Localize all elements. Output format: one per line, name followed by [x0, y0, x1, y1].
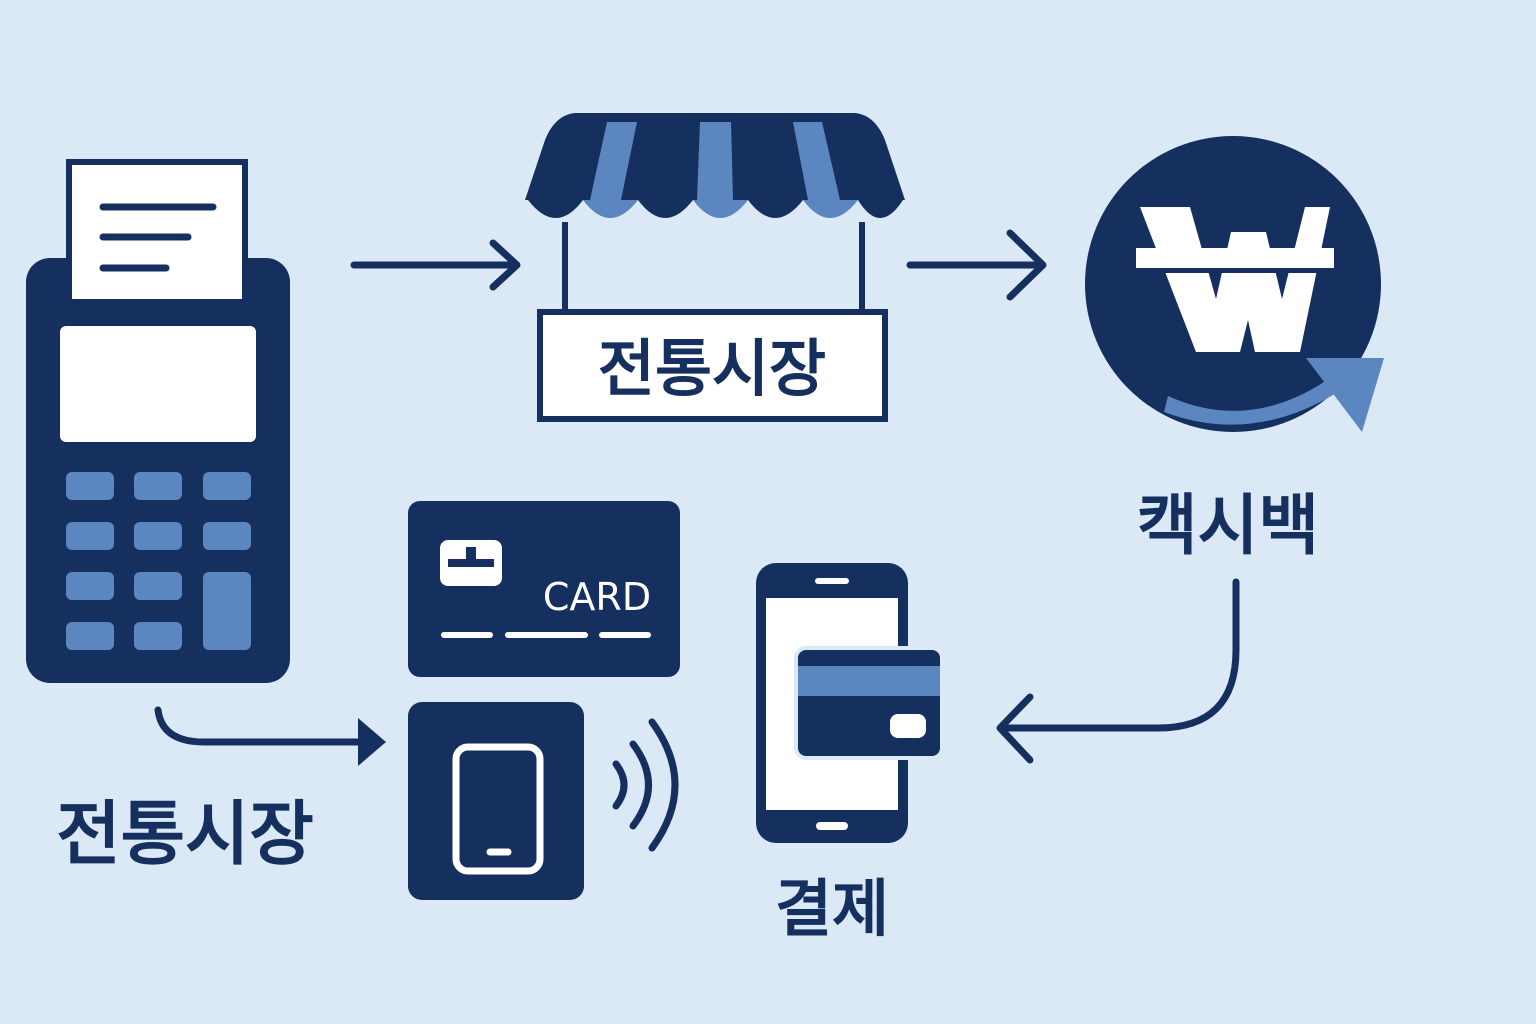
- arrow-cashback-to-payment: [996, 578, 1240, 764]
- credit-card-icon: CARD: [408, 501, 680, 677]
- market-stall-icon: 전통시장: [525, 113, 905, 422]
- market-sign-board: [537, 309, 888, 422]
- card-label: CARD: [543, 575, 651, 619]
- cashback-label: 캑시백: [1137, 487, 1319, 564]
- pos-terminal-icon: [26, 159, 290, 683]
- smartphone-wallet-icon: [756, 563, 944, 843]
- won-coin-icon: [1085, 136, 1384, 432]
- market-sign-label: 전통시장: [598, 332, 826, 405]
- nfc-waves-icon: [612, 718, 679, 852]
- arrow-market-to-won: [906, 229, 1047, 301]
- receipt-icon: [66, 159, 248, 305]
- arrow-pos-to-contactless: [154, 706, 386, 766]
- bottom-left-market-label: 전통시장: [56, 793, 314, 875]
- arrow-pos-to-market: [350, 239, 521, 291]
- payment-label: 결제: [775, 872, 889, 945]
- pos-keypad: [66, 472, 251, 650]
- pos-screen: [60, 326, 256, 442]
- contactless-phone-icon: [408, 702, 584, 900]
